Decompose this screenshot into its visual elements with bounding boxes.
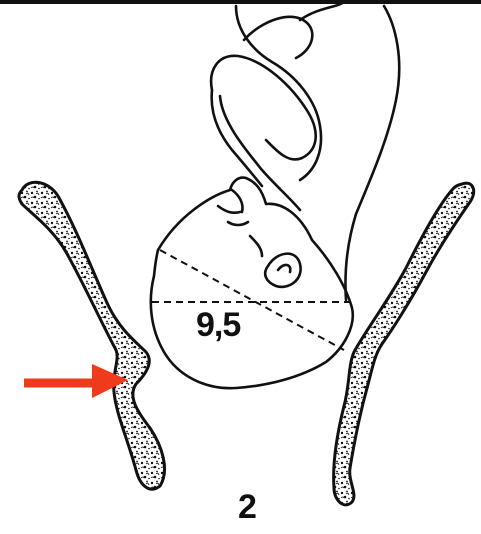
measurement-label: 9,5 bbox=[196, 306, 240, 345]
left-pelvic-bone bbox=[19, 182, 165, 489]
figure-number: 2 bbox=[238, 488, 257, 527]
red-arrow-indicator bbox=[24, 364, 128, 398]
right-pelvic-bone bbox=[334, 183, 474, 505]
measurement-lines bbox=[152, 250, 356, 350]
fetus-outline bbox=[151, 0, 399, 388]
